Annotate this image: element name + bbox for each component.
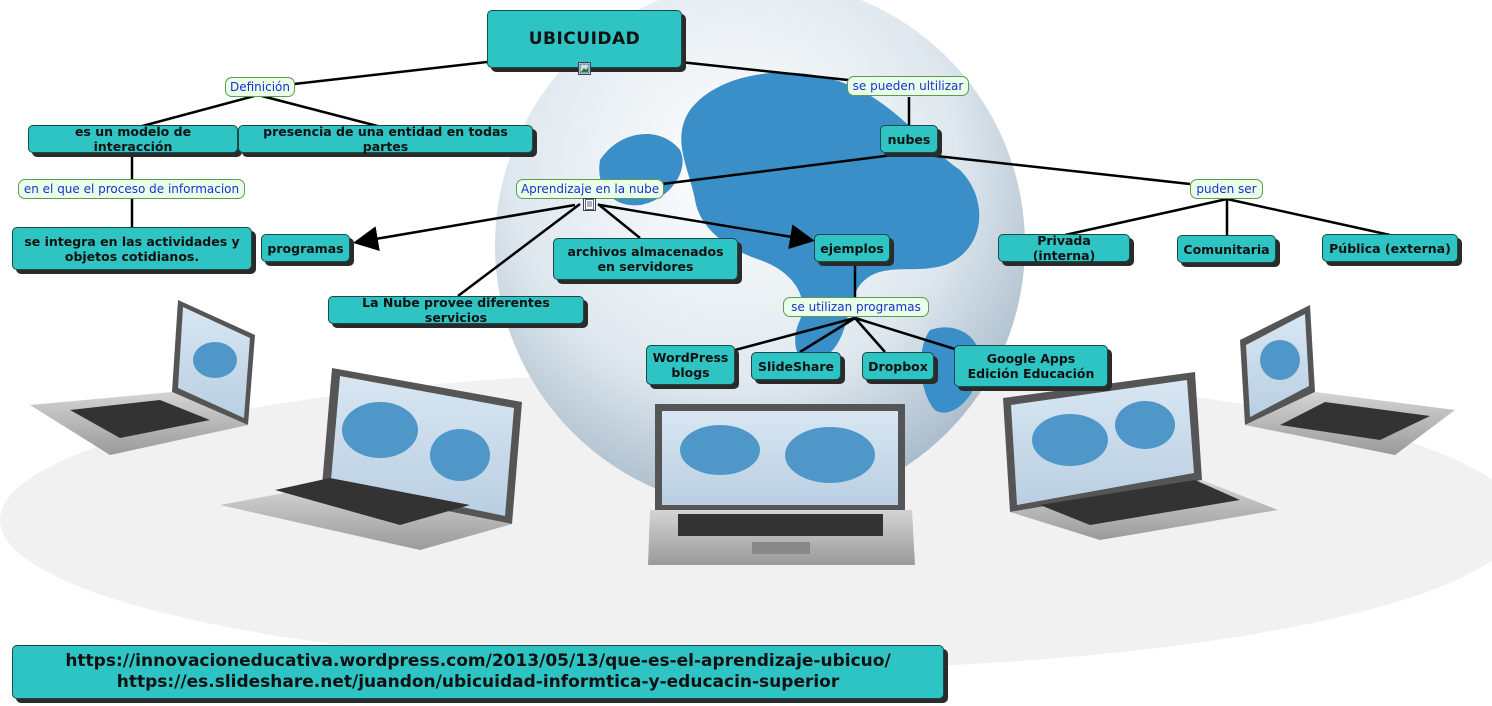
concept-publica[interactable]: Pública (externa) (1322, 234, 1458, 262)
document-icon[interactable] (583, 198, 596, 211)
concept-nubes[interactable]: nubes (880, 125, 938, 153)
concept-ejemplos[interactable]: ejemplos (814, 234, 890, 262)
concept-modelo[interactable]: es un modelo de interacción (28, 124, 238, 154)
laptop-illustration (30, 300, 1455, 565)
reference-url-1[interactable]: https://innovacioneducativa.wordpress.co… (65, 651, 891, 671)
concept-comunitaria[interactable]: Comunitaria (1177, 235, 1276, 263)
concept-google[interactable]: Google Apps Edición Educación (954, 345, 1108, 387)
concept-wordpress[interactable]: WordPress blogs (646, 345, 735, 385)
root-concept[interactable]: UBICUIDAD (487, 10, 682, 68)
concept-privada[interactable]: Privada (interna) (998, 233, 1130, 263)
concept-slideshare[interactable]: SlideShare (751, 352, 841, 380)
reference-url-2[interactable]: https://es.slideshare.net/juandon/ubicui… (116, 672, 840, 692)
concept-integra[interactable]: se integra en las actividades y objetos … (12, 227, 252, 270)
concept-dropbox[interactable]: Dropbox (862, 352, 934, 380)
concept-presencia[interactable]: presencia de una entidad en todas partes (238, 124, 533, 154)
link-proceso[interactable]: en el que el proceso de informacion (18, 179, 245, 199)
reference-urls[interactable]: https://innovacioneducativa.wordpress.co… (12, 645, 944, 699)
link-aprendizaje[interactable]: Aprendizaje en la nube (516, 179, 664, 199)
link-utilizan[interactable]: se utilizan programas (783, 297, 929, 317)
concept-archivos[interactable]: archivos almacenados en servidores (553, 238, 738, 280)
concept-programas[interactable]: programas (261, 234, 350, 262)
link-utilizar[interactable]: se pueden ultilizar (847, 76, 969, 96)
concept-servicios[interactable]: La Nube provee diferentes servicios (328, 295, 584, 325)
link-definicion[interactable]: Definición (225, 77, 295, 97)
image-icon[interactable] (578, 62, 591, 75)
link-puden[interactable]: puden ser (1190, 179, 1263, 199)
root-label: UBICUIDAD (528, 28, 641, 49)
